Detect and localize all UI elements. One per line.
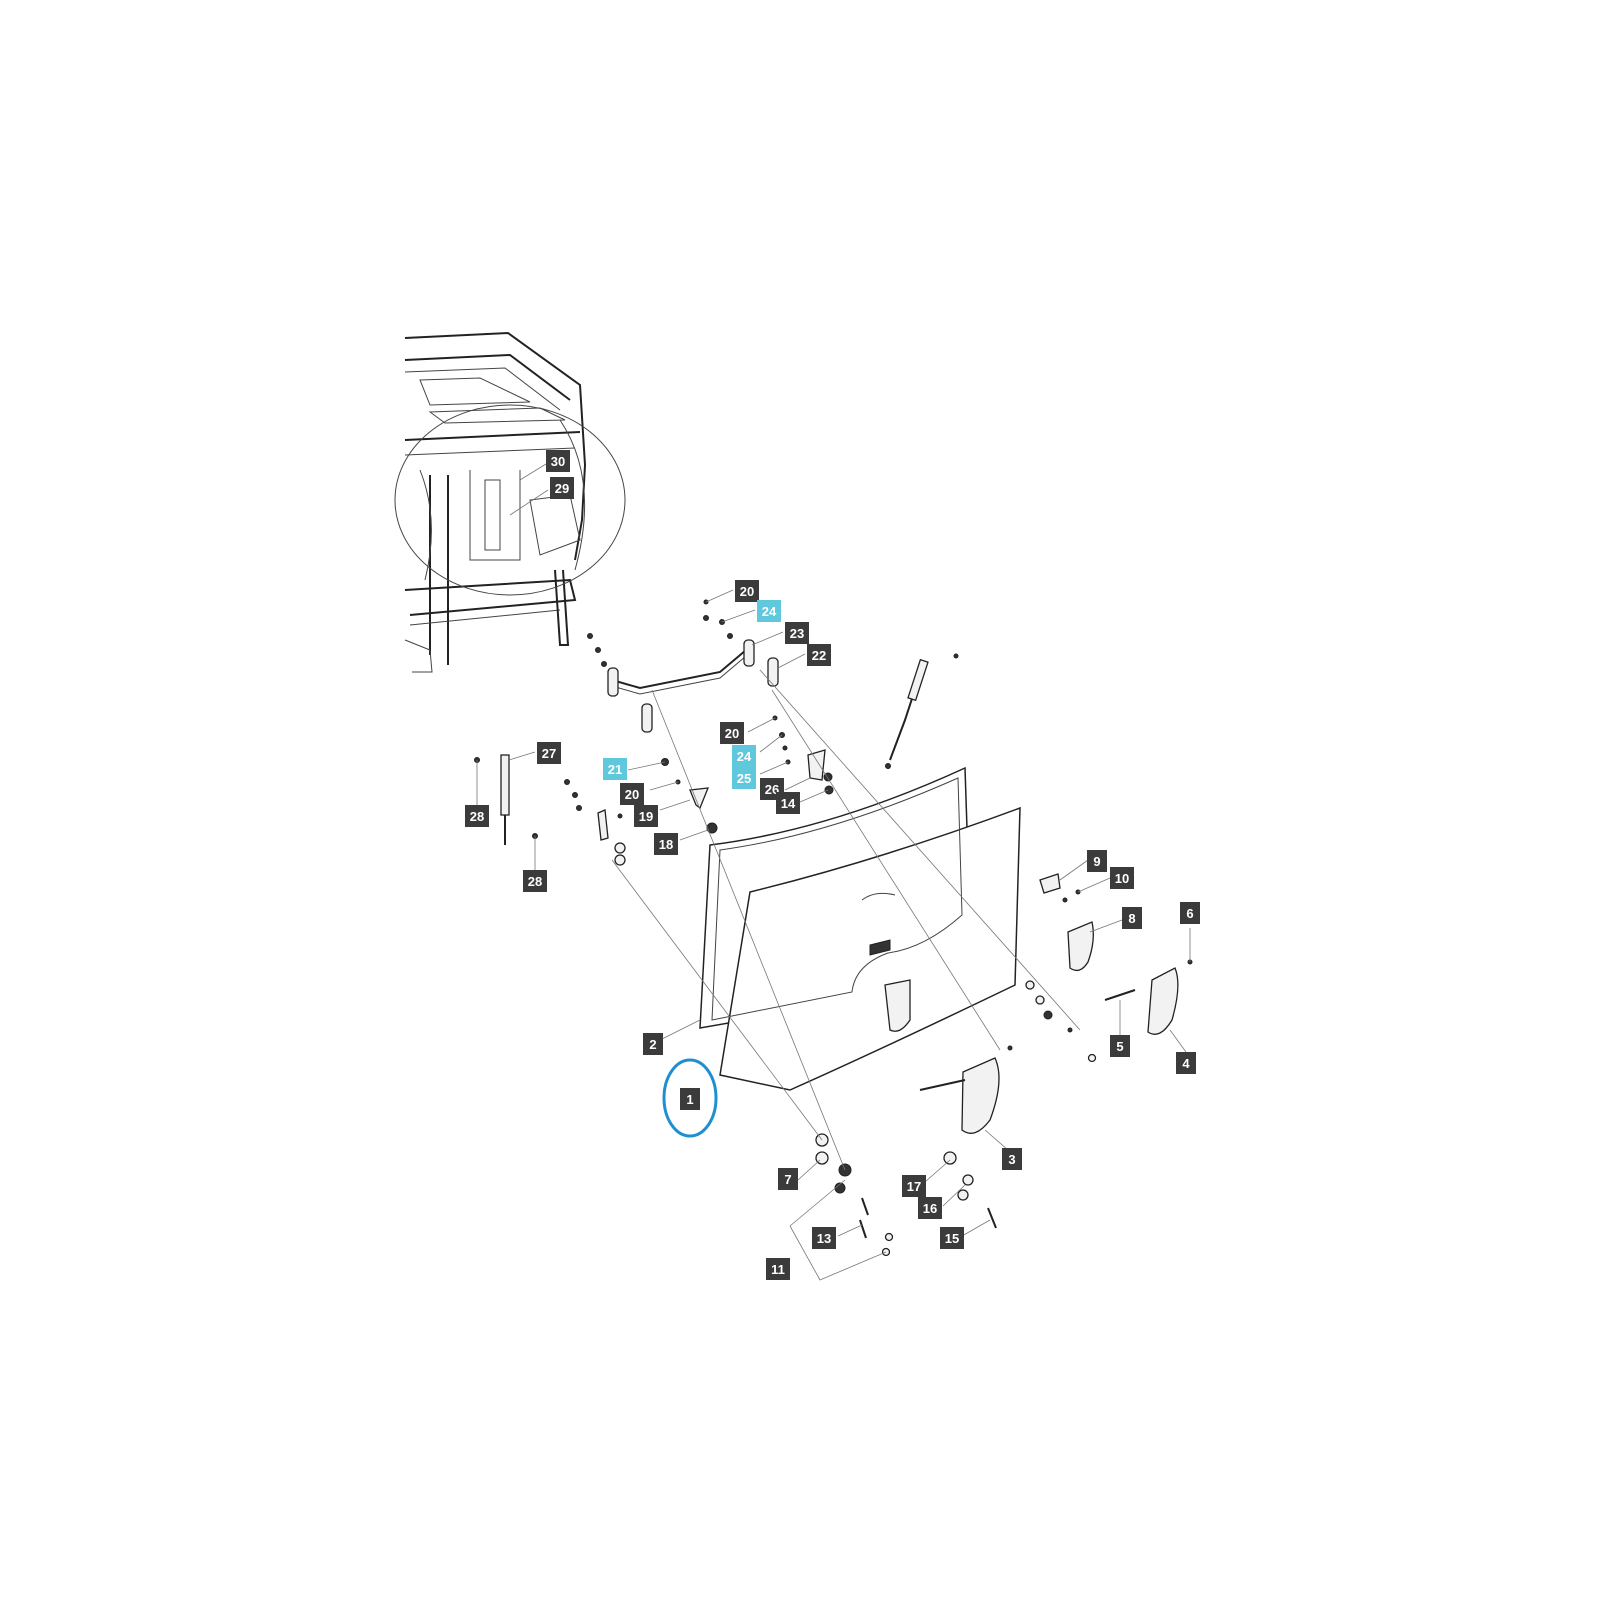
svg-text:3: 3	[1008, 1152, 1015, 1167]
svg-text:16: 16	[923, 1201, 937, 1216]
callout-20-left[interactable]: 20	[620, 783, 644, 805]
cab-frame-drawing	[394, 331, 626, 673]
callout-18[interactable]: 18	[654, 833, 678, 855]
svg-text:26: 26	[765, 782, 779, 797]
svg-text:2: 2	[649, 1037, 656, 1052]
callout-19[interactable]: 19	[634, 805, 658, 827]
callout-2[interactable]: 2	[643, 1033, 663, 1055]
callout-27[interactable]: 27	[537, 742, 561, 764]
callout-1[interactable]: 1	[680, 1088, 700, 1110]
callout-22[interactable]: 22	[807, 644, 831, 666]
callout-3[interactable]: 3	[1002, 1148, 1022, 1170]
part-1-highlight-circle	[662, 1058, 718, 1138]
gas-struts-drawing	[474, 653, 959, 845]
callout-24-top[interactable]: 24	[757, 600, 781, 622]
svg-text:6: 6	[1186, 906, 1193, 921]
callout-9[interactable]: 9	[1087, 850, 1107, 872]
callout-25[interactable]: 25	[732, 767, 756, 789]
svg-text:24: 24	[762, 604, 777, 619]
svg-text:21: 21	[608, 762, 622, 777]
svg-text:15: 15	[945, 1231, 959, 1246]
hinge-plates-drawing	[919, 873, 1193, 1134]
callout-28-lower[interactable]: 28	[523, 870, 547, 892]
svg-text:8: 8	[1128, 911, 1135, 926]
callout-24-mid[interactable]: 24	[732, 745, 756, 767]
svg-text:11: 11	[771, 1262, 785, 1277]
callout-23[interactable]: 23	[785, 622, 809, 644]
callout-29[interactable]: 29	[550, 477, 574, 499]
svg-text:20: 20	[625, 787, 639, 802]
callout-17[interactable]: 17	[902, 1175, 926, 1197]
svg-text:19: 19	[639, 809, 653, 824]
svg-text:25: 25	[737, 771, 751, 786]
callout-8[interactable]: 8	[1122, 907, 1142, 929]
svg-text:28: 28	[528, 874, 542, 889]
svg-text:17: 17	[907, 1179, 921, 1194]
callout-4[interactable]: 4	[1176, 1052, 1196, 1074]
svg-text:24: 24	[737, 749, 752, 764]
callout-11[interactable]: 11	[766, 1258, 790, 1280]
svg-text:27: 27	[542, 746, 556, 761]
callout-15[interactable]: 15	[940, 1227, 964, 1249]
svg-text:10: 10	[1115, 871, 1129, 886]
svg-text:1: 1	[686, 1092, 693, 1107]
svg-text:14: 14	[781, 796, 796, 811]
svg-text:4: 4	[1182, 1056, 1190, 1071]
callout-14[interactable]: 14	[776, 792, 800, 814]
callout-30[interactable]: 30	[546, 450, 570, 472]
svg-text:29: 29	[555, 481, 569, 496]
svg-text:20: 20	[740, 584, 754, 599]
svg-text:20: 20	[725, 726, 739, 741]
lower-hardware-drawing	[815, 1133, 997, 1257]
callout-16[interactable]: 16	[918, 1197, 942, 1219]
leader-lines	[476, 463, 1191, 1281]
svg-text:18: 18	[659, 837, 673, 852]
callout-20-mid[interactable]: 20	[720, 722, 744, 744]
svg-text:7: 7	[784, 1172, 791, 1187]
callout-6[interactable]: 6	[1180, 902, 1200, 924]
callout-28-upper[interactable]: 28	[465, 805, 489, 827]
svg-text:13: 13	[817, 1231, 831, 1246]
svg-text:9: 9	[1093, 854, 1100, 869]
callout-20-top[interactable]: 20	[735, 580, 759, 602]
callout-10[interactable]: 10	[1110, 867, 1134, 889]
svg-text:30: 30	[551, 454, 565, 469]
callout-5[interactable]: 5	[1110, 1035, 1130, 1057]
callout-21[interactable]: 21	[603, 758, 627, 780]
brackets-drawing	[564, 715, 834, 866]
callouts: 30 29 20 24 23 22 20 24 25 26 14 27 21 2…	[465, 450, 1200, 1280]
svg-text:5: 5	[1116, 1039, 1123, 1054]
callout-7[interactable]: 7	[778, 1168, 798, 1190]
callout-13[interactable]: 13	[812, 1227, 836, 1249]
svg-text:22: 22	[812, 648, 826, 663]
svg-text:28: 28	[470, 809, 484, 824]
hinge-rod-drawing	[587, 599, 779, 733]
svg-text:23: 23	[790, 626, 804, 641]
